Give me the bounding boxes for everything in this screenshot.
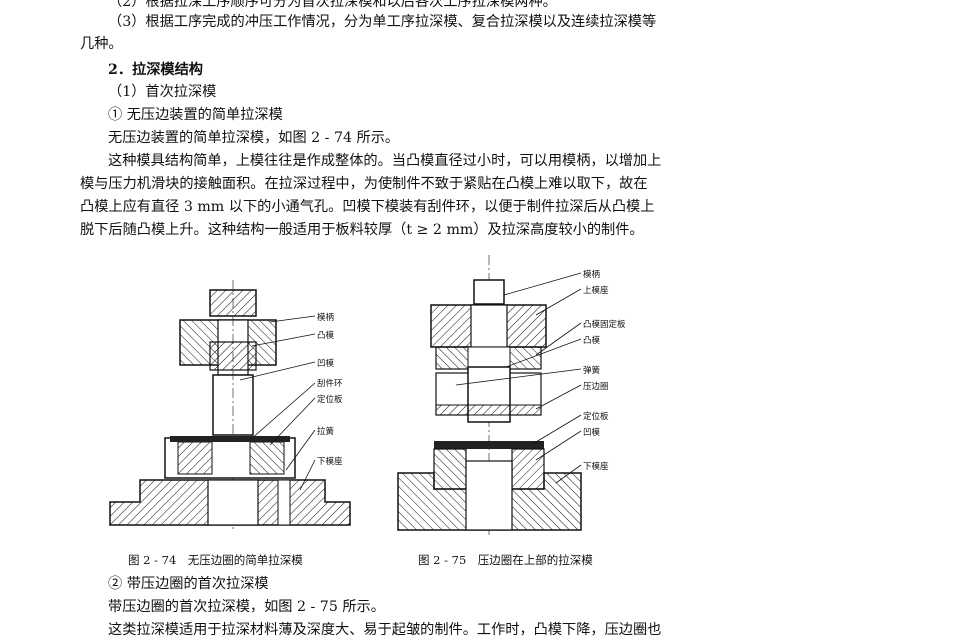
callout-label: 凹模: [583, 427, 601, 438]
callout-label: 模柄: [317, 312, 335, 323]
figure-2-75-drawing: 模柄 上模座 凸模固定板 凸模 弹簧 压边圈 定位板 凹模 下模座: [396, 255, 626, 540]
subsection-heading: （1）首次拉深模: [108, 84, 217, 100]
item-heading: ② 带压边圈的首次拉深模: [108, 576, 269, 592]
paragraph-line: 无压边装置的简单拉深模，如图 2 - 74 所示。: [108, 130, 400, 146]
callout-label: 凸模: [583, 335, 601, 346]
callout-label: 上模座: [583, 285, 609, 296]
section-heading: 2．拉深模结构: [108, 62, 203, 78]
figure-2-74-drawing: 模柄 凸模 凹模 刮件环 定位板 拉簧 下模座: [100, 280, 360, 540]
callout-label: 刮件环: [317, 378, 343, 389]
figure-caption: 图 2 - 75 压边圈在上部的拉深模: [418, 553, 593, 567]
callout-label: 下模座: [583, 461, 609, 472]
callout-label: 模柄: [583, 269, 601, 280]
paragraph-line: 这种模具结构简单，上模往往是作成整体的。当凸模直径过小时，可以用模柄，以增加上: [108, 153, 662, 169]
callout-label: 凹模: [317, 358, 335, 369]
paragraph-line: 带压边圈的首次拉深模，如图 2 - 75 所示。: [108, 599, 385, 615]
callout-label: 压边圈: [583, 381, 609, 392]
callout-label: 定位板: [317, 394, 343, 405]
paragraph-line: 这类拉深模适用于拉深材料薄及深度大、易于起皱的制件。工作时，凸模下降，压边圈也: [108, 622, 662, 638]
item-heading: ① 无压边装置的简单拉深模: [108, 107, 283, 123]
callout-label: 凸模: [317, 330, 335, 341]
paragraph-line: 几种。: [80, 36, 123, 52]
paragraph-line: （2）根据拉深工序顺序可分为首次拉深模和以后各次工序拉深模两种。: [108, 0, 557, 10]
callout-label: 凸模固定板: [583, 319, 626, 330]
callout-label: 弹簧: [583, 365, 601, 376]
paragraph-line: 脱下后随凸模上升。这种结构一般适用于板料较厚（t ≥ 2 mm）及拉深高度较小的…: [80, 222, 644, 238]
figure-caption: 图 2 - 74 无压边圈的简单拉深模: [128, 553, 303, 567]
paragraph-line: 模与压力机滑块的接触面积。在拉深过程中，为使制件不致于紧贴在凸模上难以取下，故在: [80, 176, 648, 192]
paragraph-line: （3）根据工序完成的冲压工作情况，分为单工序拉深模、复合拉深模以及连续拉深模等: [108, 14, 657, 30]
callout-label: 定位板: [583, 411, 609, 422]
paragraph-line: 凸模上应有直径 3 mm 以下的小通气孔。凹模下模装有刮件环，以便于制件拉深后从…: [80, 199, 655, 215]
callout-label: 下模座: [317, 456, 343, 467]
callout-label: 拉簧: [317, 426, 335, 437]
